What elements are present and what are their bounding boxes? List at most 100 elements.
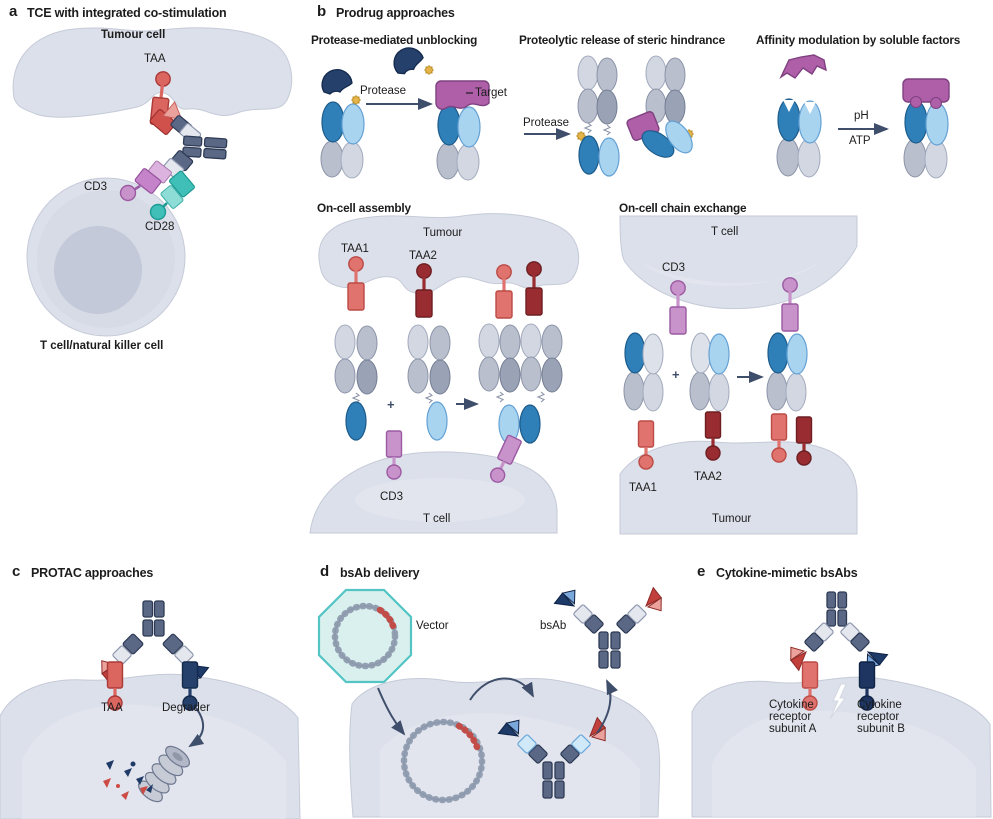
- panel-e-cell: [691, 676, 992, 818]
- panel-d-cell: [349, 678, 661, 818]
- taa-label: TAA: [144, 53, 166, 65]
- exchange-tumour-cell: [619, 440, 858, 535]
- taa-label: TAA: [101, 702, 123, 714]
- assembly-halfmolecule-2: [407, 324, 451, 441]
- taa1-label: TAA1: [341, 243, 369, 255]
- cd3-receptor: [668, 279, 688, 336]
- arrow-icon: [596, 679, 618, 734]
- taa1-receptor: [494, 263, 514, 320]
- cytokine-mimetic-bsab: [784, 591, 888, 673]
- soluble-factor-icon: [779, 54, 827, 79]
- panel-a-tumour-cell: [12, 27, 293, 118]
- fc-domain: [182, 135, 228, 160]
- blocking-cap-icon: [390, 44, 427, 77]
- bsab-secreted: [554, 585, 668, 669]
- plus-sign: +: [387, 397, 395, 412]
- unblocking-after: [390, 44, 490, 181]
- affinity-heading: Affinity modulation by soluble factors: [756, 33, 961, 47]
- taa2-label: TAA2: [694, 471, 722, 483]
- panel-b-title: Prodrug approaches: [336, 6, 455, 20]
- assembly-tumour-cell: [318, 213, 580, 295]
- assembly-halfmolecule-1: [334, 324, 378, 441]
- unblocking-heading: Protease-mediated unblocking: [311, 33, 478, 47]
- affinity-before: [776, 54, 827, 178]
- exchange-t-cell: [619, 215, 858, 310]
- exchange-product: [766, 332, 808, 412]
- taa1-label: TAA1: [629, 482, 657, 494]
- panel-d-letter: d: [320, 563, 330, 580]
- unblocking-before: [320, 69, 365, 179]
- steric-after: [626, 55, 694, 158]
- arrow-icon: [188, 707, 205, 748]
- cytokine-receptor-a-label: Cytokine receptor subunit A: [769, 699, 817, 736]
- blocking-cap-icon: [321, 69, 353, 95]
- ph-label: pH: [854, 110, 869, 122]
- panel-b-letter: b: [317, 3, 327, 20]
- affinity-after: [902, 78, 950, 179]
- panel-e-title: Cytokine-mimetic bsAbs: [716, 566, 858, 580]
- taa2-receptor: [794, 415, 814, 467]
- taa1-receptor: [346, 255, 366, 312]
- panel-a-t-cell: [26, 177, 186, 337]
- panel-c-letter: c: [12, 563, 21, 580]
- t-cell-nk-label: T cell/natural killer cell: [40, 340, 164, 352]
- t-cell-label: T cell: [423, 513, 451, 525]
- dna-plasmid-icon: [400, 718, 486, 804]
- exchange-parent-2: [689, 332, 730, 412]
- panel-c-cell: [0, 673, 301, 819]
- degrader-label: Degrader: [162, 702, 210, 714]
- exchange-parent-1: [623, 332, 664, 412]
- bsab-label: bsAb: [540, 620, 567, 632]
- arrow-icon: [469, 677, 534, 701]
- taa1-receptor: [636, 419, 656, 471]
- steric-before: [576, 55, 620, 177]
- cd3-label: CD3: [380, 491, 404, 503]
- taa1-receptor: [769, 412, 789, 464]
- panel-c-title: PROTAC approaches: [31, 566, 154, 580]
- panel-e-letter: e: [697, 563, 706, 580]
- plus-sign: +: [672, 367, 680, 382]
- nucleus: [54, 226, 142, 314]
- target-antigen: [435, 80, 490, 110]
- soluble-factor-icon: [902, 78, 950, 103]
- panel-a-title: TCE with integrated co-stimulation: [27, 6, 227, 20]
- steric-heading: Proteolytic release of steric hindrance: [519, 33, 725, 47]
- bsab-intracellular: [498, 715, 612, 799]
- vector-capsid-icon: [317, 588, 413, 684]
- cd28-binder: [169, 170, 195, 198]
- cd28-label: CD28: [145, 221, 175, 233]
- protease-site-star-icon: [424, 65, 434, 75]
- cd3-label: CD3: [84, 181, 108, 193]
- cd28-receptor: [149, 203, 167, 221]
- cd3-receptor: [780, 276, 800, 333]
- taa2-receptor: [703, 410, 723, 462]
- assembly-product: [478, 260, 563, 444]
- exchange-heading: On-cell chain exchange: [619, 201, 747, 215]
- protease-label: Protease: [360, 85, 407, 97]
- t-cell-label: T cell: [711, 226, 739, 238]
- cd3-label: CD3: [662, 262, 686, 274]
- cd3-receptor: [384, 429, 404, 481]
- lightning-icon: [829, 683, 847, 720]
- panel-d-title: bsAb delivery: [340, 566, 420, 580]
- protac-bsab: [95, 600, 209, 686]
- vector-label: Vector: [416, 620, 449, 632]
- proteasome-icon: [138, 745, 190, 803]
- atp-label: ATP: [849, 135, 871, 147]
- panel-a-letter: a: [9, 3, 18, 20]
- arrow-icon: [377, 687, 406, 736]
- taa2-label: TAA2: [409, 250, 437, 262]
- tce-molecule: [119, 69, 228, 221]
- target-label: Target: [475, 87, 507, 99]
- taa2-receptor: [414, 262, 434, 319]
- assembly-heading: On-cell assembly: [317, 201, 411, 215]
- tumour-label: Tumour: [423, 227, 463, 239]
- tumour-label: Tumour: [712, 513, 752, 525]
- tumour-cell-label: Tumour cell: [101, 29, 166, 41]
- protease-label: Protease: [523, 117, 570, 129]
- cytokine-receptor-b-label: Cytokine receptor subunit B: [857, 699, 905, 736]
- degraded-fragments: [103, 760, 153, 800]
- cd3-receptor: [119, 184, 137, 202]
